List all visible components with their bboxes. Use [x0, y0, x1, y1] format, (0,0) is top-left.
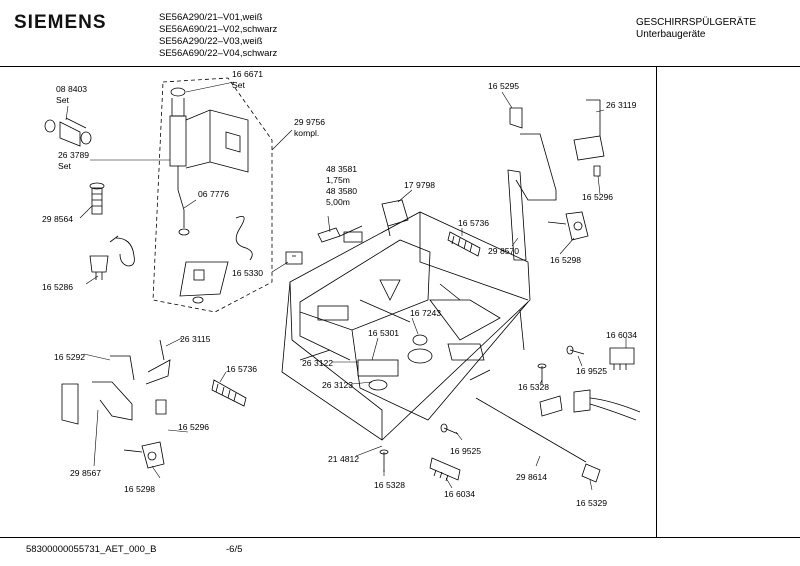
assembly-boundary: [152, 77, 273, 313]
part-label-165328b: 16 5328: [374, 480, 405, 490]
part-label-298567: 29 8567: [70, 468, 101, 478]
part-label-179798: 17 9798: [404, 180, 435, 190]
part-label-166034a: 16 6034: [606, 330, 637, 340]
category-subtitle: Unterbaugeräte: [636, 29, 706, 40]
part-label-165296b: 16 5296: [178, 422, 209, 432]
connector-part-bottom: [429, 457, 461, 482]
frame-divider-line: [656, 66, 657, 537]
frame-top-line: [0, 66, 800, 67]
cable-part: [317, 225, 363, 243]
part-label-165330: 16 5330: [232, 268, 263, 278]
frame-bottom-line: [0, 537, 800, 538]
connector-part: [381, 199, 409, 237]
spring-part: [89, 182, 105, 215]
end-cap-part: [581, 463, 601, 483]
part-label-298564: 29 8564: [42, 214, 73, 224]
plug-part: [285, 251, 303, 265]
hose-part: [109, 235, 135, 267]
part-label-067776: 06 7776: [198, 189, 229, 199]
rack-part-left: [211, 379, 247, 407]
page-number: -6/5: [226, 544, 243, 555]
part-label-169525a: 16 9525: [576, 366, 607, 376]
model-line-4: SE56A690/22–V04,schwarz: [159, 48, 278, 59]
category-title: GESCHIRRSPÜLGERÄTE: [636, 17, 757, 28]
part-label-165286: 16 5286: [42, 282, 73, 292]
model-line-1: SE56A290/21–V01,weiß: [159, 12, 263, 23]
right-bracket-assembly: [507, 99, 605, 261]
left-bracket-assembly: [61, 339, 171, 469]
part-label-165736a: 16 5736: [458, 218, 489, 228]
screw-part-c: [440, 423, 459, 435]
part-label-263119: 26 3119: [606, 100, 637, 110]
part-label-165298b: 16 5298: [124, 484, 155, 494]
part-label-169525b: 16 9525: [450, 446, 481, 456]
brand-logo: SIEMENS: [14, 12, 107, 33]
part-label-298614: 29 8614: [516, 472, 547, 482]
clip-part-left: [89, 255, 109, 280]
part-label-165295: 16 5295: [488, 81, 519, 91]
part-label-263122: 26 3122: [302, 358, 333, 368]
part-label-165736b: 16 5736: [226, 364, 257, 374]
part-label-165301: 16 5301: [368, 328, 399, 338]
base-tub: [281, 211, 531, 441]
screw-part-b: [537, 363, 547, 384]
part-label-263115: 26 3115: [180, 334, 211, 344]
part-label-166034b: 16 6034: [444, 489, 475, 499]
screw-part-d: [379, 449, 389, 472]
document-id: 58300000055731_AET_000_B: [26, 544, 157, 555]
rack-part-right: [447, 231, 481, 257]
part-label-165329: 16 5329: [576, 498, 607, 508]
leader-lines: [65, 81, 627, 491]
part-label-167243: 16 7243: [410, 308, 441, 318]
part-label-263123: 26 3123: [322, 380, 353, 390]
harness-part: [539, 389, 641, 421]
part-label-165292: 16 5292: [54, 352, 85, 362]
part-label-165298a: 16 5298: [550, 255, 581, 265]
rod-part: [475, 397, 587, 463]
inlet-valve-assembly: [169, 87, 253, 304]
part-label-298570: 29 8570: [488, 246, 519, 256]
model-line-3: SE56A290/22–V03,weiß: [159, 36, 263, 47]
seal-set-parts: [44, 117, 92, 147]
part-label-165296a: 16 5296: [582, 192, 613, 202]
part-label-214812: 21 4812: [328, 454, 359, 464]
connector-part-right: [609, 347, 635, 370]
screw-part-a: [566, 345, 585, 355]
model-line-2: SE56A690/21–V02,schwarz: [159, 24, 278, 35]
part-label-165328a: 16 5328: [518, 382, 549, 392]
